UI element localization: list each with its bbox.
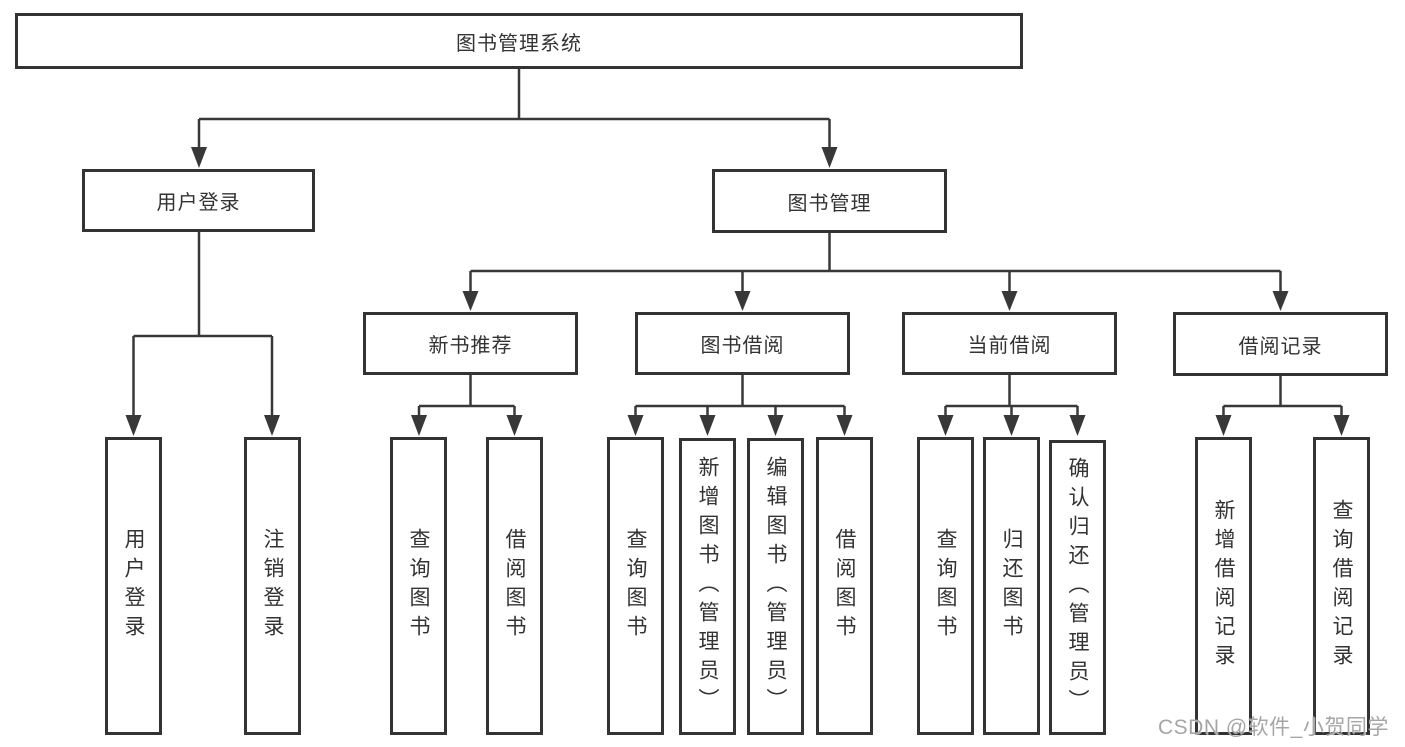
node-current-borrowing: 当前借阅 — [902, 312, 1117, 375]
arrowheads — [125, 147, 1350, 436]
node-new-book-recommend: 新书推荐 — [363, 312, 578, 375]
node-label: 查询图书 — [624, 528, 647, 644]
node-library-management-system: 图书管理系统 — [15, 13, 1023, 69]
node-label: 查询借阅记录 — [1330, 499, 1353, 673]
node-label: 借阅图书 — [503, 528, 526, 644]
node-label: 新增图书（管理员） — [696, 456, 719, 717]
leaf-borrow-books-recommend: 借阅图书 — [486, 437, 543, 735]
node-label: 新书推荐 — [428, 335, 513, 357]
leaf-add-borrow-record: 新增借阅记录 — [1195, 437, 1252, 735]
leaf-query-borrow-record: 查询借阅记录 — [1313, 437, 1370, 735]
node-book-management: 图书管理 — [712, 169, 947, 233]
node-label: 图书管理 — [787, 192, 872, 215]
leaf-user-login: 用户登录 — [105, 437, 162, 735]
edge-book-management-children — [469, 233, 1282, 294]
node-borrowing-records: 借阅记录 — [1173, 312, 1388, 376]
leaf-borrow-books-borrowing: 借阅图书 — [816, 437, 873, 735]
leaf-return-books: 归还图书 — [983, 437, 1040, 735]
leaf-confirm-return-admin: 确认归还（管理员） — [1049, 440, 1106, 735]
node-label: 确认归还（管理员） — [1066, 457, 1089, 718]
node-label: 图书管理系统 — [456, 32, 582, 55]
node-label: 归还图书 — [1000, 528, 1023, 644]
node-label: 当前借阅 — [967, 335, 1052, 357]
edge-user-login-children — [132, 232, 274, 418]
leaf-add-books-admin: 新增图书（管理员） — [679, 438, 736, 735]
csdn-watermark: CSDN @软件_小贺同学 — [1158, 716, 1389, 739]
leaf-query-books-recommend: 查询图书 — [390, 437, 447, 735]
node-label: 查询图书 — [407, 528, 430, 644]
edge-book-borrowing-children — [634, 375, 846, 420]
node-label: 用户登录 — [156, 192, 241, 214]
node-label: 借阅图书 — [833, 528, 856, 644]
edge-current-borrowing-children — [944, 375, 1079, 420]
node-label: 编辑图书（管理员） — [764, 456, 787, 717]
leaf-query-books-borrowing: 查询图书 — [607, 437, 664, 735]
leaf-edit-books-admin: 编辑图书（管理员） — [747, 438, 804, 735]
node-label: 借阅记录 — [1238, 335, 1323, 358]
node-label: 注销登录 — [261, 528, 284, 644]
node-label: 新增借阅记录 — [1212, 499, 1235, 673]
edge-new-book-recommend-children — [417, 375, 516, 420]
leaf-query-books-current: 查询图书 — [917, 437, 974, 735]
edge-root-to-level2 — [197, 69, 831, 150]
node-book-borrowing: 图书借阅 — [635, 312, 850, 375]
node-label: 用户登录 — [122, 528, 145, 644]
leaf-logout-login: 注销登录 — [244, 437, 301, 735]
edge-borrowing-records-children — [1222, 375, 1343, 420]
node-user-login: 用户登录 — [82, 169, 315, 232]
node-label: 查询图书 — [934, 528, 957, 644]
node-label: 图书借阅 — [700, 335, 785, 357]
